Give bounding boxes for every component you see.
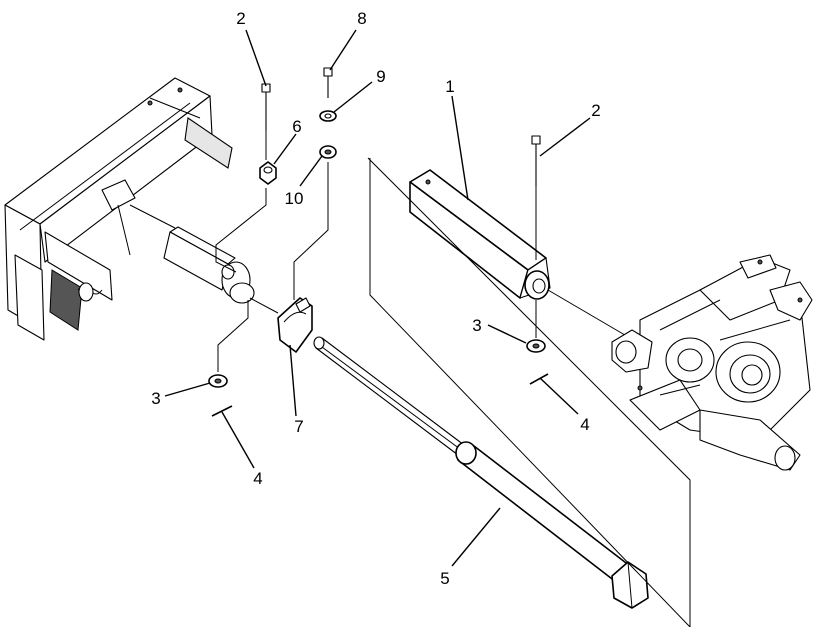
- callout-3-left: 3: [151, 389, 160, 408]
- callout-4-right: 4: [580, 415, 589, 434]
- callout-4-left: 4: [253, 469, 262, 488]
- callout-3-right: 3: [472, 316, 481, 335]
- callout-1: 1: [445, 77, 454, 96]
- callout-10: 10: [285, 189, 304, 208]
- callout-leaders: [164, 29, 591, 567]
- frame-centerline: [129, 204, 176, 229]
- callout-5: 5: [440, 569, 449, 588]
- callout-2-left: 2: [236, 9, 245, 28]
- assembly-path-lines: [215, 162, 329, 372]
- long-shaft: [313, 336, 649, 609]
- callout-8: 8: [357, 9, 366, 28]
- callout-2-right: 2: [591, 101, 600, 120]
- callout-9: 9: [376, 67, 385, 86]
- coupler-shaft-end: [163, 226, 279, 314]
- callout-7: 7: [294, 417, 303, 436]
- assembly-plane-outline: [367, 157, 691, 627]
- callouts: 1 2 2 3 3 4 4 5 6 7 8 9 10: [151, 9, 600, 588]
- tube: [409, 169, 631, 339]
- hardware: [208, 67, 549, 417]
- bracket: [277, 297, 313, 353]
- transmission-assembly: [611, 254, 813, 471]
- callout-6: 6: [292, 117, 301, 136]
- frame-chassis: [4, 77, 233, 341]
